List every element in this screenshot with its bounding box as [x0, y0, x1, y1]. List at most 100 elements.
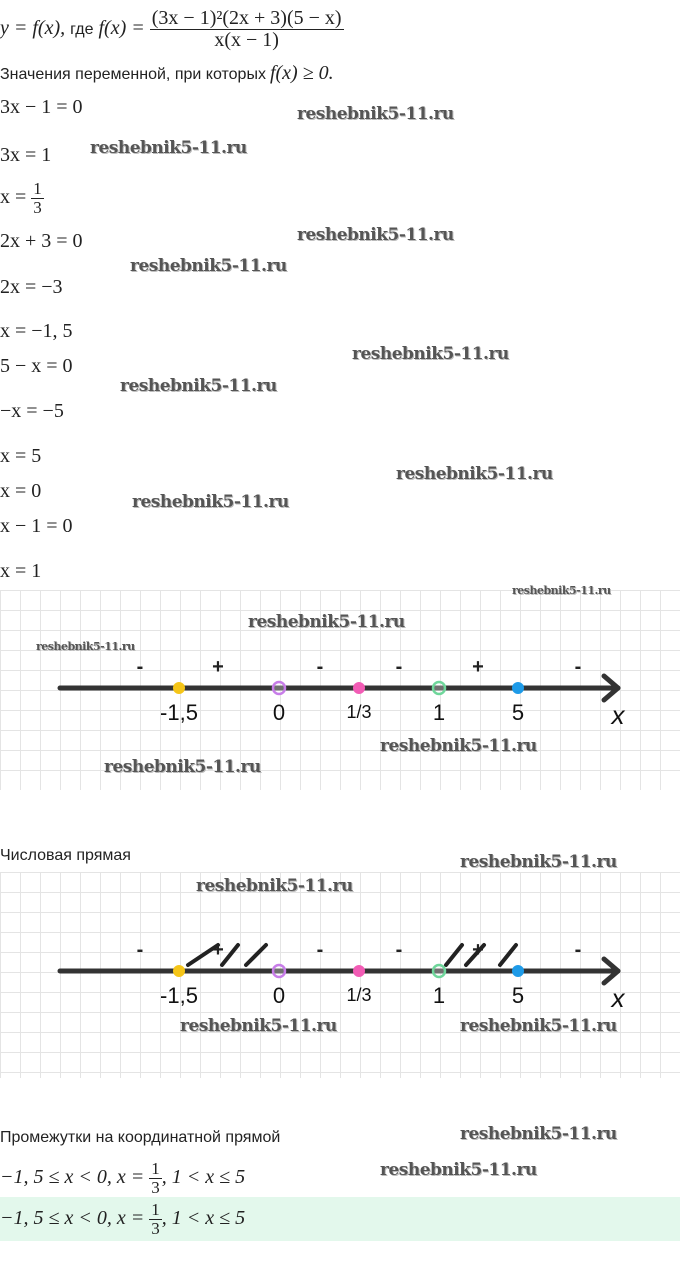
interval-sign: + [212, 939, 224, 961]
interval-sign: - [574, 656, 582, 678]
point-4 [512, 682, 524, 694]
watermark: reshebnik5-11.ru [90, 138, 247, 158]
watermark: reshebnik5-11.ru [460, 1016, 617, 1036]
point-0 [173, 682, 185, 694]
interval-sign: + [472, 656, 484, 678]
number-line-svg [57, 673, 621, 703]
interval-sign: + [472, 939, 484, 961]
point-1 [271, 680, 287, 696]
condition-text: Значения переменной, при которых [0, 66, 266, 83]
point-label: -1,5 [160, 983, 198, 1008]
watermark: reshebnik5-11.ru [396, 464, 553, 484]
numerator: (3x − 1)²(2x + 3)(5 − x) [149, 7, 344, 30]
watermark: reshebnik5-11.ru [120, 376, 277, 396]
number-line-svg [57, 943, 621, 986]
denominator: x(x − 1) [214, 29, 279, 51]
step: x = −1, 5 [0, 320, 73, 342]
answer-part1: −1, 5 ≤ x < 0, x = [0, 1206, 145, 1229]
step: 2x = −3 [0, 276, 63, 298]
section-intervals: Промежутки на координатной прямой [0, 1129, 281, 1146]
step: x − 1 = 0 [0, 515, 73, 537]
where-word: где [70, 21, 94, 39]
step: −x = −5 [0, 400, 64, 422]
step: 2x + 3 = 0 [0, 230, 83, 252]
interval-sign: + [212, 656, 224, 678]
function-fraction: (3x − 1)²(2x + 3)(5 − x) x(x − 1) [149, 7, 344, 51]
watermark: reshebnik5-11.ru [248, 612, 405, 632]
watermark: reshebnik5-11.ru [104, 757, 261, 777]
fraction-num: 1 [149, 1159, 162, 1179]
point-label: 1/3 [346, 985, 372, 1005]
watermark: reshebnik5-11.ru [512, 584, 611, 597]
point-label: 0 [272, 700, 286, 725]
watermark: reshebnik5-11.ru [130, 256, 287, 276]
answer-part2: , 1 < x ≤ 5 [161, 1206, 246, 1229]
point-4 [512, 965, 524, 977]
point-2 [353, 965, 365, 977]
hatch-mark [464, 943, 486, 967]
watermark: reshebnik5-11.ru [36, 640, 135, 653]
function-lhs: y = f(x), [0, 17, 66, 40]
point-label: 0 [272, 983, 286, 1008]
step: 3x − 1 = 0 [0, 96, 83, 118]
answer-part1: −1, 5 ≤ x < 0, x = [0, 1165, 145, 1188]
point-label: -1,5 [160, 700, 198, 725]
fraction-den: 3 [151, 1177, 160, 1197]
condition-line: Значения переменной, при которых f(x) ≥ … [0, 62, 334, 85]
hatch-mark [244, 943, 268, 967]
point-label: 5 [511, 983, 525, 1008]
axis-arrow-icon [601, 956, 621, 986]
watermark: reshebnik5-11.ru [460, 852, 617, 872]
point-label: 1 [432, 983, 446, 1008]
fraction-num: 1 [149, 1200, 162, 1220]
point-label: 5 [511, 700, 525, 725]
watermark: reshebnik5-11.ru [297, 104, 454, 124]
watermark: reshebnik5-11.ru [380, 736, 537, 756]
point-1 [271, 963, 287, 979]
watermark: reshebnik5-11.ru [352, 344, 509, 364]
interval-sign: - [316, 939, 324, 961]
watermark: reshebnik5-11.ru [380, 1160, 537, 1180]
hatch-mark [186, 943, 220, 967]
axis-label: x [611, 700, 625, 730]
axis-label: x [611, 983, 625, 1013]
interval-sign: - [136, 656, 144, 678]
hatch-mark [220, 943, 240, 967]
point-label: 1 [432, 700, 446, 725]
point-3 [431, 963, 447, 979]
hatch-mark [498, 943, 518, 967]
fraction-den: 3 [151, 1218, 160, 1238]
step: 3x = 1 [0, 144, 52, 166]
final-answer-highlight [0, 1197, 680, 1241]
point-0 [173, 965, 185, 977]
step: x = 5 [0, 445, 42, 467]
watermark: reshebnik5-11.ru [460, 1124, 617, 1144]
function-name: f(x) = [98, 17, 145, 40]
point-3 [431, 680, 447, 696]
step: x = [0, 185, 27, 208]
watermark: reshebnik5-11.ru [132, 492, 289, 512]
step: x = 1 [0, 560, 42, 582]
interval-sign: - [574, 939, 582, 961]
interval-sign: - [136, 939, 144, 961]
interval-sign: - [395, 939, 403, 961]
watermark: reshebnik5-11.ru [180, 1016, 337, 1036]
hatch-mark [444, 943, 464, 967]
answer-part2: , 1 < x ≤ 5 [161, 1165, 246, 1188]
section-number-line: Числовая прямая [0, 847, 131, 864]
fraction-num: 1 [31, 179, 44, 199]
watermark: reshebnik5-11.ru [196, 876, 353, 896]
step-fraction: x = 1 3 [0, 180, 44, 217]
function-definition: y = f(x), где f(x) = (3x − 1)²(2x + 3)(5… [0, 8, 344, 51]
step: 5 − x = 0 [0, 355, 73, 377]
point-label: 1/3 [346, 702, 372, 722]
interval-sign: - [395, 656, 403, 678]
step: x = 0 [0, 480, 42, 502]
point-2 [353, 682, 365, 694]
